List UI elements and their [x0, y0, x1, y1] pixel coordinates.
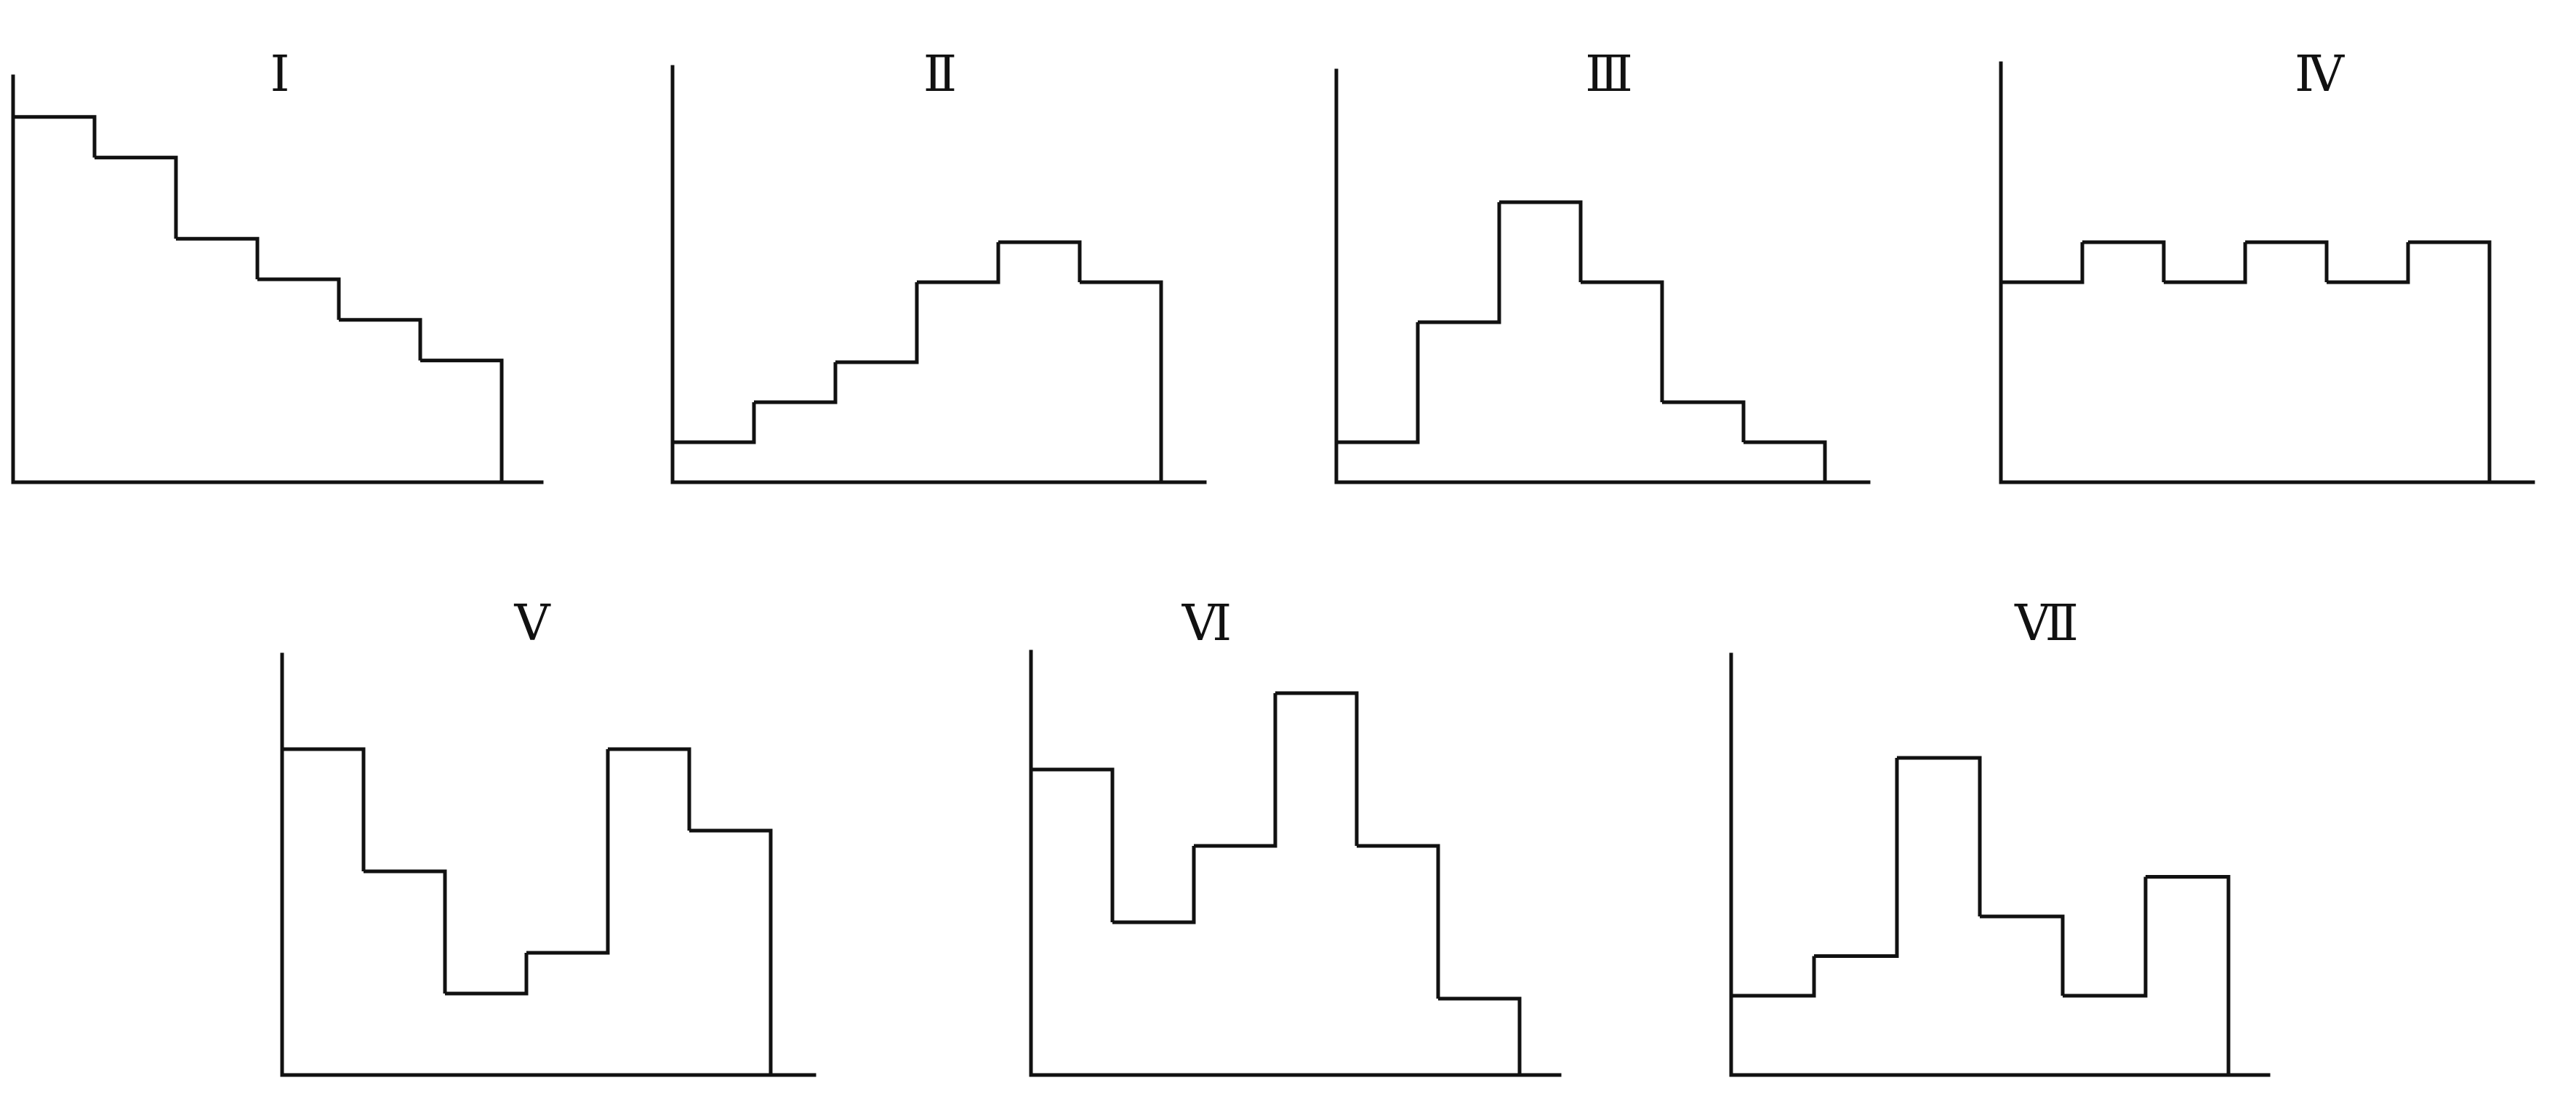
- bar: [835, 282, 919, 364]
- bar: [1744, 440, 1827, 482]
- bar: [2146, 875, 2231, 1075]
- bar: [1897, 756, 1982, 916]
- bar: [526, 749, 610, 955]
- bar: [1357, 844, 1440, 999]
- bar: [754, 362, 838, 404]
- bar: [176, 236, 260, 279]
- bar: [1438, 996, 1522, 1075]
- bar: [1336, 322, 1420, 444]
- bar: [998, 240, 1082, 282]
- bar: [2164, 242, 2247, 284]
- histogram-panel-3: Ⅲ: [1334, 46, 1871, 484]
- bar: [2001, 242, 2085, 284]
- bar: [1814, 758, 1899, 958]
- bar: [1581, 280, 1664, 402]
- bar: [2082, 240, 2166, 282]
- bar: [257, 277, 341, 320]
- chart-title: Ⅰ: [270, 46, 290, 103]
- chart-title: Ⅵ: [1181, 595, 1232, 652]
- bar: [13, 115, 97, 158]
- bar: [917, 242, 1000, 284]
- bar: [1418, 202, 1501, 324]
- bar: [1731, 956, 1816, 998]
- bar: [1980, 914, 2065, 996]
- bar: [1031, 767, 1115, 922]
- chart-title: Ⅴ: [513, 595, 551, 652]
- bar: [1112, 846, 1196, 924]
- bar: [339, 318, 422, 361]
- bar: [1499, 200, 1583, 282]
- bar: [608, 747, 691, 831]
- bar: [1194, 693, 1277, 848]
- bar: [1275, 691, 1359, 846]
- bar: [2245, 240, 2329, 282]
- bar: [282, 747, 366, 871]
- bar: [689, 828, 773, 1075]
- bar: [1080, 280, 1163, 482]
- bar: [445, 953, 529, 996]
- chart-title: Ⅶ: [2014, 595, 2079, 652]
- chart-title: Ⅱ: [923, 46, 957, 103]
- bar: [2063, 876, 2148, 998]
- histogram-panel-1: Ⅰ: [11, 46, 544, 484]
- bar: [420, 359, 504, 482]
- histogram-panel-2: Ⅱ: [670, 46, 1207, 484]
- bar: [2327, 242, 2410, 284]
- histogram-panel-6: Ⅵ: [1029, 595, 1562, 1077]
- histogram-panel-7: Ⅶ: [1729, 595, 2271, 1077]
- bar: [673, 402, 756, 444]
- histogram-panel-5: Ⅴ: [280, 595, 816, 1077]
- bar: [1662, 400, 1746, 442]
- bar: [2408, 240, 2492, 482]
- bar: [364, 869, 447, 994]
- chart-title: Ⅳ: [2295, 46, 2345, 103]
- chart-title: Ⅲ: [1585, 46, 1633, 103]
- histogram-panel-4: Ⅳ: [1999, 46, 2535, 484]
- bar: [95, 156, 178, 239]
